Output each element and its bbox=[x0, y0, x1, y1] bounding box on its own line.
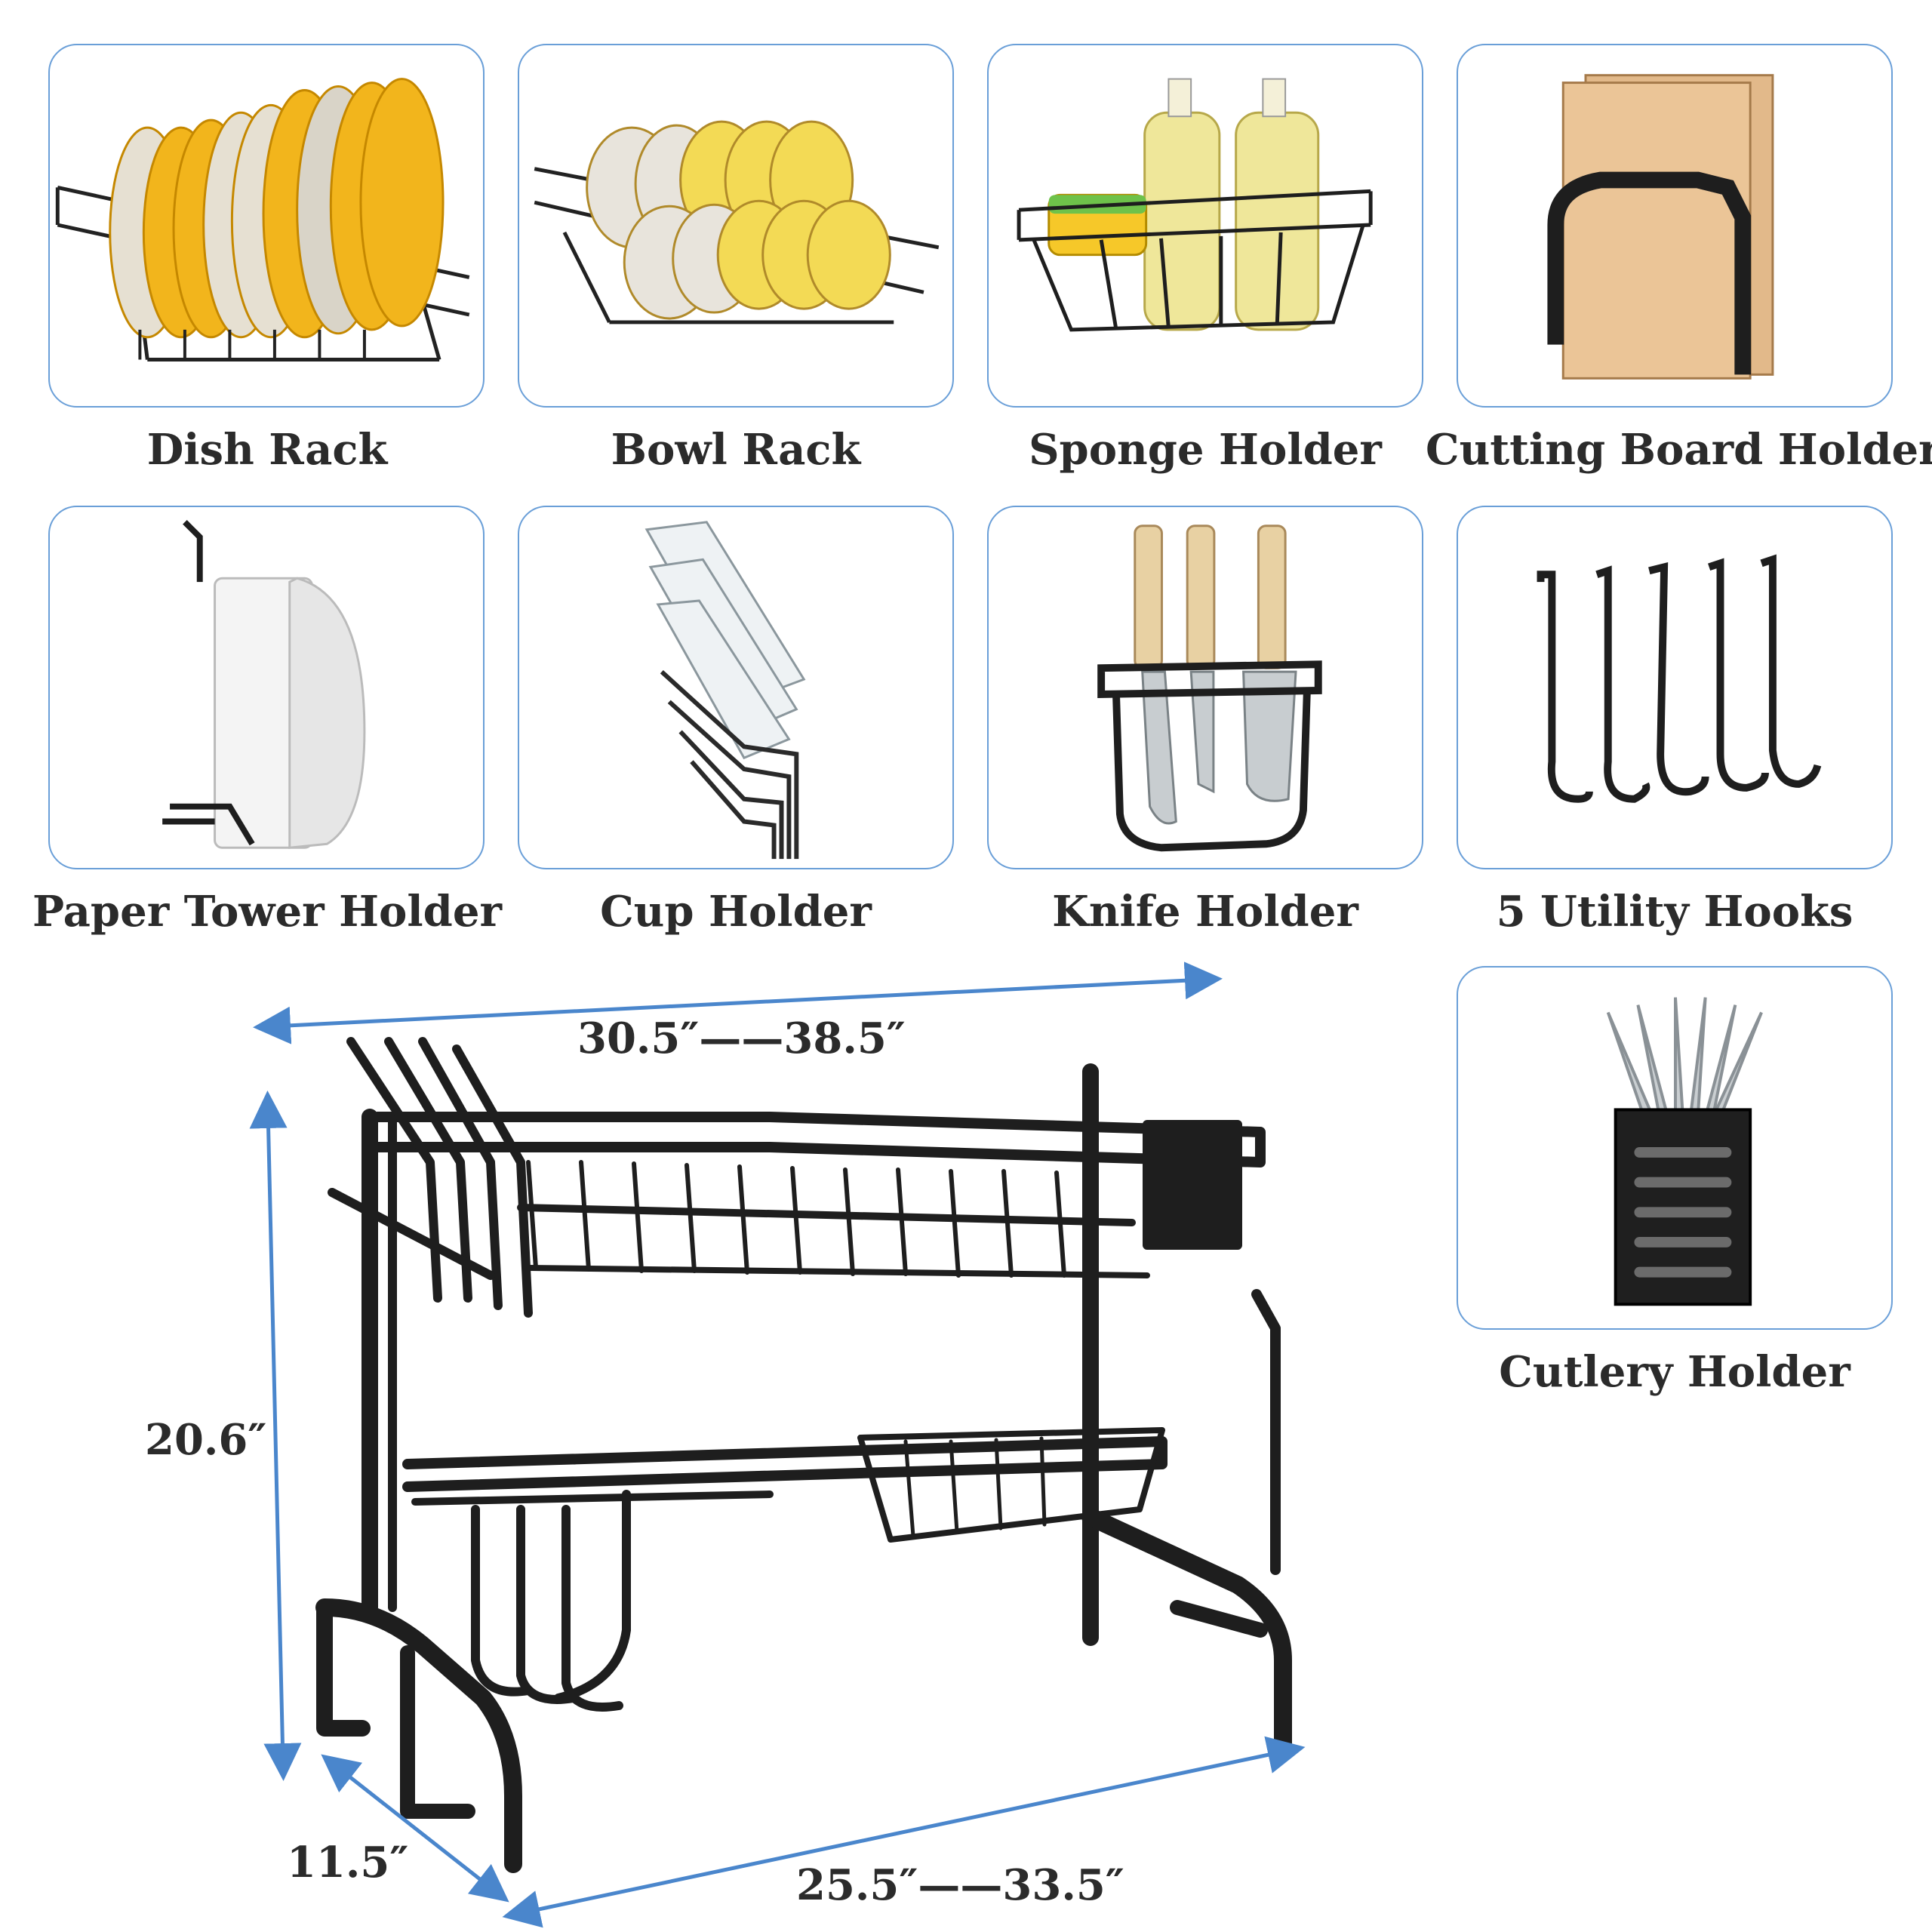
height-arrow bbox=[249, 1091, 302, 1781]
top-width-dimension: 30.5″——38.5″ bbox=[577, 1014, 906, 1063]
sponge-holder-card bbox=[987, 44, 1423, 408]
utility-hooks-card bbox=[1457, 506, 1893, 869]
paper-towel-holder-icon bbox=[162, 520, 366, 849]
bowl-rack-card bbox=[518, 44, 954, 408]
cup-holder-icon bbox=[645, 521, 806, 860]
top-width-arrow bbox=[253, 961, 1223, 1044]
cutlery-holder-label: Cutlery Holder bbox=[1499, 1347, 1850, 1397]
height-dimension: 20.6″ bbox=[145, 1415, 267, 1465]
sponge-holder-label: Sponge Holder bbox=[1029, 425, 1382, 475]
cup-holder-label: Cup Holder bbox=[600, 887, 872, 937]
cutting-board-holder-label: Cutting Board Holder bbox=[1426, 425, 1932, 475]
utility-hooks-icon bbox=[1537, 554, 1822, 803]
utility-hooks-label: 5 Utility Hooks bbox=[1496, 887, 1854, 937]
cutting-board-holder-icon bbox=[1547, 74, 1774, 380]
cutting-board-holder-card bbox=[1457, 44, 1893, 408]
bottom-width-dimension: 25.5″——33.5″ bbox=[796, 1860, 1124, 1910]
dish-rack-label: Dish Rack bbox=[146, 425, 388, 475]
depth-dimension: 11.5″ bbox=[287, 1838, 409, 1887]
depth-arrow bbox=[321, 1754, 509, 1903]
knife-holder-card bbox=[987, 506, 1423, 869]
paper-towel-holder-label: Paper Tower Holder bbox=[32, 887, 502, 937]
paper-towel-holder-card bbox=[48, 506, 485, 869]
bowl-rack-icon bbox=[534, 120, 940, 325]
cutlery-holder-card bbox=[1457, 966, 1893, 1330]
bowl-rack-label: Bowl Rack bbox=[611, 425, 861, 475]
cutlery-holder-icon bbox=[1606, 997, 1763, 1306]
dish-rack-icon bbox=[55, 78, 470, 361]
dish-rack-card bbox=[48, 44, 485, 408]
knife-holder-label: Knife Holder bbox=[1052, 887, 1358, 937]
bottom-width-arrow bbox=[502, 1736, 1306, 1928]
knife-holder-icon bbox=[1097, 525, 1322, 852]
sponge-holder-icon bbox=[1017, 78, 1373, 332]
cup-holder-card bbox=[518, 506, 954, 869]
